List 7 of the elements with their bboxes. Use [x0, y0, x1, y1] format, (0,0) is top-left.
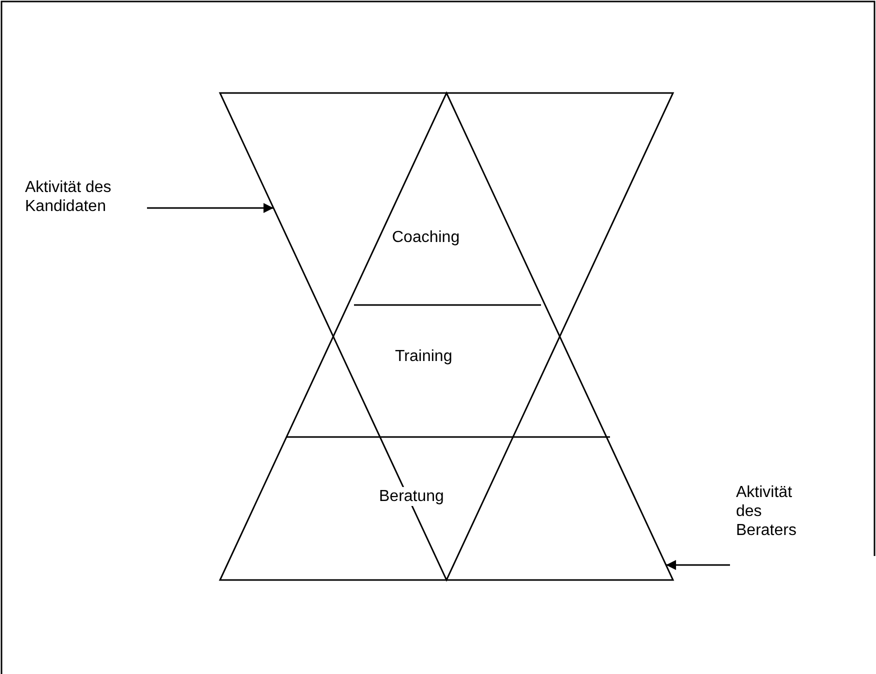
callout-text: Aktivität des Beraters	[736, 483, 816, 540]
arrow	[147, 203, 274, 213]
callout-text: Aktivität des Kandidaten	[25, 178, 143, 216]
arrow	[666, 560, 730, 570]
band-label: Coaching	[392, 228, 460, 247]
band-label: Beratung	[379, 487, 444, 506]
band-label: Training	[395, 347, 452, 366]
